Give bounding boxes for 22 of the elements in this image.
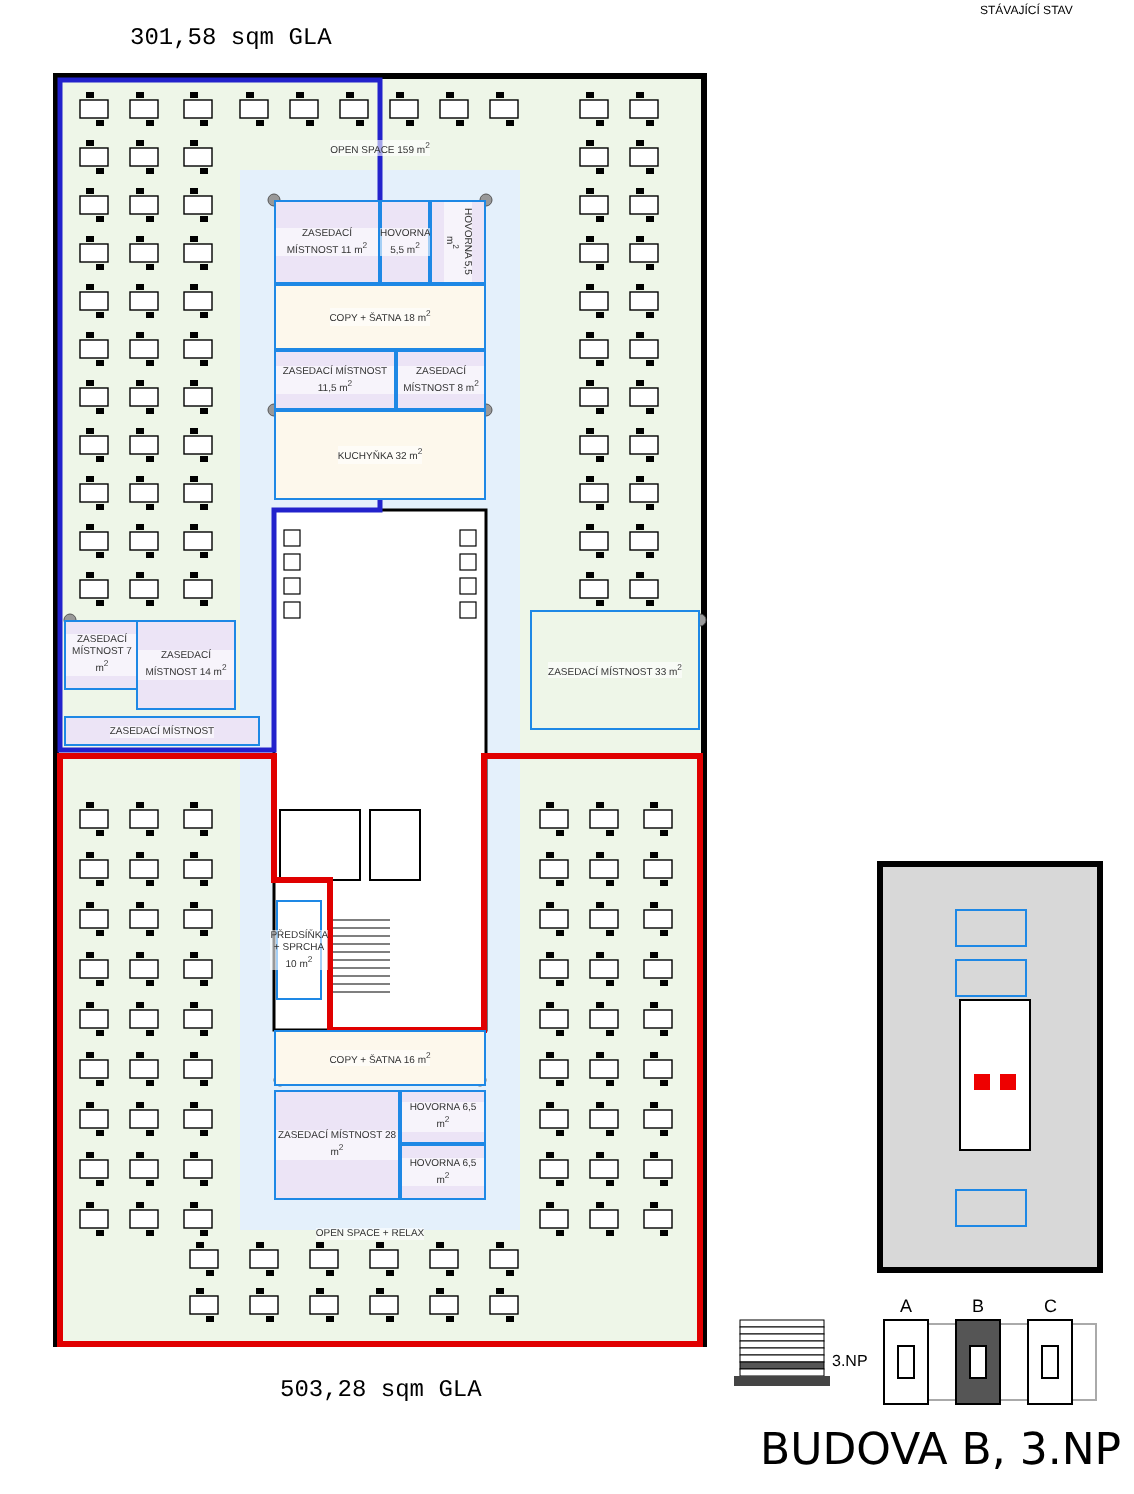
wing-letter: A	[900, 1296, 913, 1316]
room	[64, 716, 260, 746]
room	[274, 1090, 400, 1200]
room	[136, 620, 236, 710]
room	[64, 620, 140, 690]
room	[274, 410, 486, 500]
room	[400, 1090, 486, 1144]
room	[396, 350, 486, 410]
room	[274, 1030, 486, 1086]
floor-label: 3.NP	[832, 1352, 868, 1370]
room	[380, 200, 430, 284]
wing-letter: C	[1044, 1296, 1057, 1316]
wing-letter: B	[972, 1296, 985, 1316]
room	[430, 200, 486, 284]
area-label: 301,58 sqm GLA	[130, 24, 332, 52]
page-title: BUDOVA B, 3.NP	[760, 1426, 1122, 1476]
room	[400, 1144, 486, 1200]
room	[274, 284, 486, 350]
area-label: 503,28 sqm GLA	[280, 1376, 482, 1404]
room	[274, 200, 380, 284]
room	[530, 610, 700, 730]
room	[274, 350, 396, 410]
